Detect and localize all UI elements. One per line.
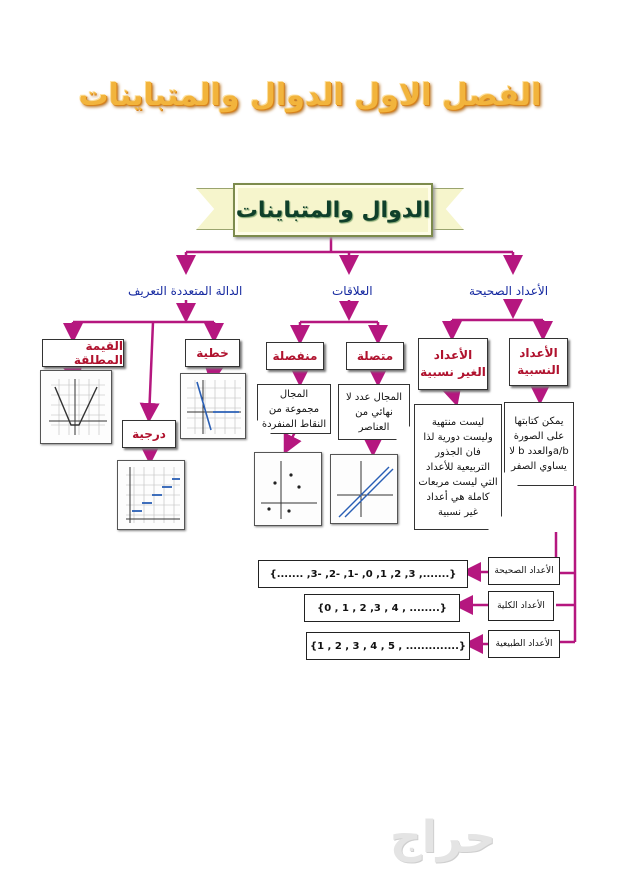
natural-numbers-set: {1 , 2 , 3 , 4 , 5 , ..............} [306, 632, 470, 660]
discrete-note-line-2: مجموعة من [268, 403, 320, 415]
linear-box: خطية [185, 339, 240, 367]
chapter-title: الفصل الاول الدوال والمتباينات [78, 78, 542, 113]
category-integers: الأعداد الصحيحة [469, 284, 549, 298]
discrete-box: منفصلة [266, 342, 324, 370]
discrete-note-line-3: النقاط المنفردة [261, 418, 327, 430]
natural-numbers-label-box: الأعداد الطبيعية [488, 630, 560, 658]
continuous-note: المجال عدد لا نهائي من العناصر [338, 384, 410, 440]
whole-numbers-set: {0 , 1 , 2 ,3 , 4 , ........} [304, 594, 460, 622]
integers-set: {....... ,3- ,2- ,1- ,0 ,1 ,2 ,3 ,......… [258, 560, 468, 588]
step-label: درجية [132, 427, 166, 441]
integers-set-value: {....... ,3- ,2- ,1- ,0 ,1 ,2 ,3 ,......… [269, 568, 457, 580]
irrational-note-line-2: وليست دورية لذا [423, 431, 493, 443]
absolute-value-label: القيمة المطلقة [73, 339, 123, 367]
integers-label-box: الأعداد الصحيحة [488, 557, 560, 585]
irrational-note: ليست منتهية وليست دورية لذا فان الجذور ا… [414, 404, 502, 530]
whole-numbers-label-box: الأعداد الكلية [488, 591, 554, 621]
rational-note-line-4: يساوي الصفر [511, 461, 567, 472]
irrational-line-2: الغير نسبية [420, 365, 486, 379]
integers-label: الأعداد الصحيحة [494, 566, 554, 576]
discrete-label: منفصلة [272, 349, 318, 363]
step-graph [117, 460, 185, 530]
continuous-note-line-1: المجال عدد لا [345, 391, 403, 403]
irrational-note-line-5: التي ليست مربعات [418, 476, 498, 488]
continuous-box: متصلة [346, 342, 404, 370]
rational-note: يمكن كتابتها على الصورة a/bوالعدد b لا ي… [504, 402, 574, 486]
rational-note-line-3: a/bوالعدد b لا [509, 446, 569, 457]
linear-label: خطية [196, 346, 229, 360]
irrational-note-line-3: فان الجذور [435, 446, 481, 458]
rational-note-line-2: على الصورة [513, 431, 565, 442]
absolute-value-box: القيمة المطلقة [42, 339, 124, 367]
natural-numbers-label: الأعداد الطبيعية [495, 639, 553, 649]
rational-line-1: الأعداد [519, 346, 558, 360]
discrete-note: المجال مجموعة من النقاط المنفردة [257, 384, 331, 434]
category-piecewise: الدالة المتعددة التعريف [128, 284, 243, 298]
natural-numbers-set-value: {1 , 2 , 3 , 4 , 5 , ..............} [309, 640, 467, 652]
topic-banner: الدوال والمتباينات [233, 183, 433, 237]
category-relations: العلاقات [332, 284, 373, 298]
linear-graph [180, 373, 246, 439]
rational-line-2: النسبية [517, 363, 560, 377]
irrational-note-line-6: كاملة هي أعداد [426, 491, 490, 503]
whole-numbers-label: الأعداد الكلية [497, 601, 545, 611]
continuous-note-line-3: العناصر [358, 421, 390, 433]
irrational-line-1: الأعداد [433, 348, 473, 362]
irrational-note-line-7: غير نسبية [437, 506, 479, 518]
continuous-note-line-2: نهائي من [355, 406, 393, 418]
step-box: درجية [122, 420, 176, 448]
rational-note-line-1: يمكن كتابتها [514, 416, 564, 427]
irrational-note-line-4: التربيعية للأعداد [426, 461, 491, 473]
discrete-graph [254, 452, 322, 526]
irrational-note-line-1: ليست منتهية [431, 416, 485, 428]
discrete-note-line-1: المجال [279, 388, 309, 400]
continuous-label: متصلة [356, 349, 394, 363]
irrational-box: الأعداد الغير نسبية [418, 338, 488, 390]
absolute-value-graph [40, 370, 112, 444]
continuous-graph [330, 454, 398, 524]
watermark-logo: حراج [390, 812, 496, 863]
whole-numbers-set-value: {0 , 1 , 2 ,3 , 4 , ........} [317, 602, 447, 614]
banner-label: الدوال والمتباينات [235, 197, 431, 223]
rational-box: الأعداد النسبية [509, 338, 568, 386]
